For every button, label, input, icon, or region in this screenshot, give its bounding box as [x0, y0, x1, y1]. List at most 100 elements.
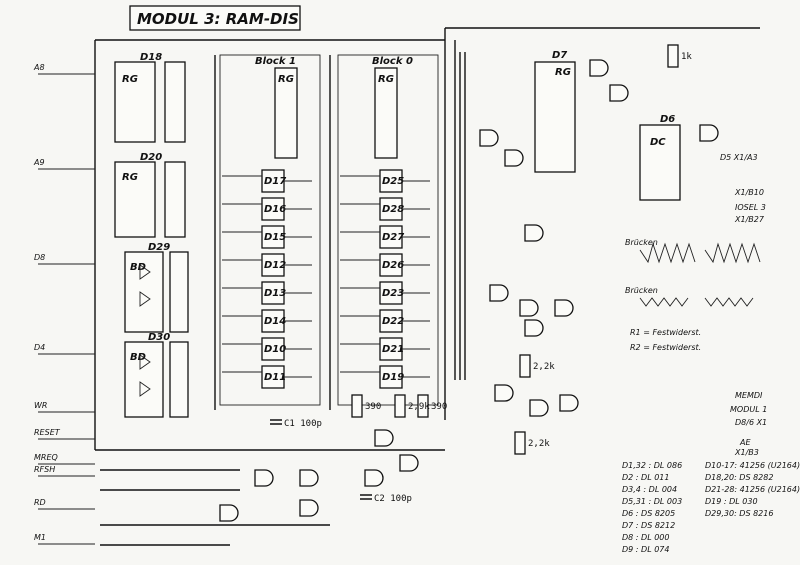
svg-text:D6: D6 — [660, 114, 675, 125]
output-signal-label: X1/B10 — [734, 188, 764, 197]
resistor — [667, 44, 679, 68]
page-title: MODUL 3: RAM-DIS — [137, 10, 299, 28]
svg-text:RG: RG — [555, 67, 571, 78]
output-signal-label: X1/B3 — [734, 448, 759, 457]
logic-gate — [524, 319, 544, 337]
ram-chip-label: D16 — [264, 204, 286, 215]
resistor-value: 2,2k — [533, 362, 555, 372]
output-signal-label: MEMDI — [735, 391, 763, 400]
parts-list-entry: D2 : DL 011 — [622, 473, 669, 482]
svg-text:D7: D7 — [552, 50, 567, 61]
svg-text:BD: BD — [130, 262, 146, 273]
output-signal-label: MODUL 1 — [730, 405, 767, 414]
ram-chip-label: D13 — [264, 288, 286, 299]
chip-d6: D6 DC — [639, 114, 681, 201]
ram-chip-label: D17 — [264, 176, 286, 187]
logic-gate — [254, 469, 274, 487]
control-lines — [95, 449, 445, 546]
svg-text:Brücken: Brücken — [625, 286, 658, 295]
ram-chip-label: D27 — [382, 232, 404, 243]
parts-list-entry: D7 : DS 8212 — [622, 521, 675, 530]
logic-gate — [519, 299, 539, 317]
svg-text:RG: RG — [278, 74, 294, 85]
bridge-notes: Brücken Brücken — [625, 238, 761, 307]
resistor — [417, 394, 429, 418]
resistor — [351, 394, 363, 418]
logic-gate — [494, 384, 514, 402]
input-signal-label: WR — [34, 401, 47, 410]
svg-text:RG: RG — [378, 74, 394, 85]
title-frame — [129, 5, 301, 31]
capacitor-value: C1 100p — [284, 419, 322, 429]
parts-list-entry: D1,32 : DL 086 — [622, 461, 682, 470]
ram-chip-label: D15 — [264, 232, 286, 243]
chip-d18-outputs — [164, 61, 186, 143]
input-signal-label: A8 — [33, 63, 45, 72]
svg-text:D20: D20 — [140, 152, 162, 163]
logic-gate — [504, 149, 524, 167]
svg-text:D30: D30 — [148, 332, 170, 343]
chip-d20: D20 RG — [114, 152, 162, 238]
logic-gates — [219, 59, 719, 522]
svg-text:RG: RG — [122, 172, 138, 183]
parts-list-entry: D29,30: DS 8216 — [705, 509, 773, 518]
output-signal-label: IOSEL 3 — [735, 203, 766, 212]
resistor-value: 2,9k — [408, 402, 430, 412]
block-0-frame — [337, 54, 439, 406]
ram-chip-label: D23 — [382, 288, 404, 299]
resistor — [514, 431, 526, 455]
ram-top-left — [274, 67, 298, 159]
svg-text:DC: DC — [650, 137, 666, 148]
input-signal-label: A9 — [33, 158, 45, 167]
resistor-value: 1k — [681, 52, 692, 62]
logic-gate — [299, 469, 319, 487]
parts-list-entry: D21-28: 41256 (U2164) — [705, 485, 800, 494]
output-signal-label: X1/B27 — [734, 215, 765, 224]
data-bus — [214, 55, 331, 410]
note-r2: R2 = Festwiderst. — [630, 343, 701, 352]
ram-chip-label: D19 — [382, 372, 404, 383]
input-signal-label: D8 — [34, 253, 45, 262]
chip-d18: D18 RG — [114, 52, 162, 143]
logic-gate — [699, 124, 719, 142]
resistor-value: 390 — [365, 402, 381, 412]
logic-gate — [609, 84, 629, 102]
logic-gate — [489, 284, 509, 302]
chip-d20-outputs — [164, 161, 186, 238]
ram-chip-label: D11 — [264, 372, 286, 383]
chip-d30-outputs — [169, 341, 189, 418]
svg-text:D18: D18 — [140, 52, 162, 63]
parts-list-entry: D10-17: 41256 (U2164) — [705, 461, 800, 470]
address-bus — [94, 27, 760, 450]
svg-text:D29: D29 — [148, 242, 170, 253]
svg-text:BD: BD — [130, 352, 146, 363]
parts-list-entry: D3,4 : DL 004 — [622, 485, 677, 494]
input-signal-label: MREQ — [34, 453, 58, 462]
parts-list-entry: D6 : DS 8205 — [622, 509, 675, 518]
svg-text:RG: RG — [122, 74, 138, 85]
ram-chip-label: D25 — [382, 176, 404, 187]
ram-chip-label: D12 — [264, 260, 286, 271]
resistor-value: 390 — [431, 402, 447, 412]
input-signal-label: D4 — [34, 343, 45, 352]
logic-gate — [559, 394, 579, 412]
input-signal-label: RD — [34, 498, 46, 507]
logic-gate — [219, 504, 239, 522]
block-1-label: Block 1 — [255, 56, 296, 67]
output-signal-label: AE — [739, 438, 751, 447]
output-signal-label: D5 X1/A3 — [720, 153, 758, 162]
ram-chip-label: D21 — [382, 344, 404, 355]
logic-gate — [589, 59, 609, 77]
logic-gate — [364, 469, 384, 487]
note-r1: R1 = Festwiderst. — [630, 328, 701, 337]
logic-gate — [374, 429, 394, 447]
ram-top-right — [374, 67, 398, 159]
logic-gate — [529, 399, 549, 417]
chip-d7: D7 RG — [534, 50, 576, 173]
